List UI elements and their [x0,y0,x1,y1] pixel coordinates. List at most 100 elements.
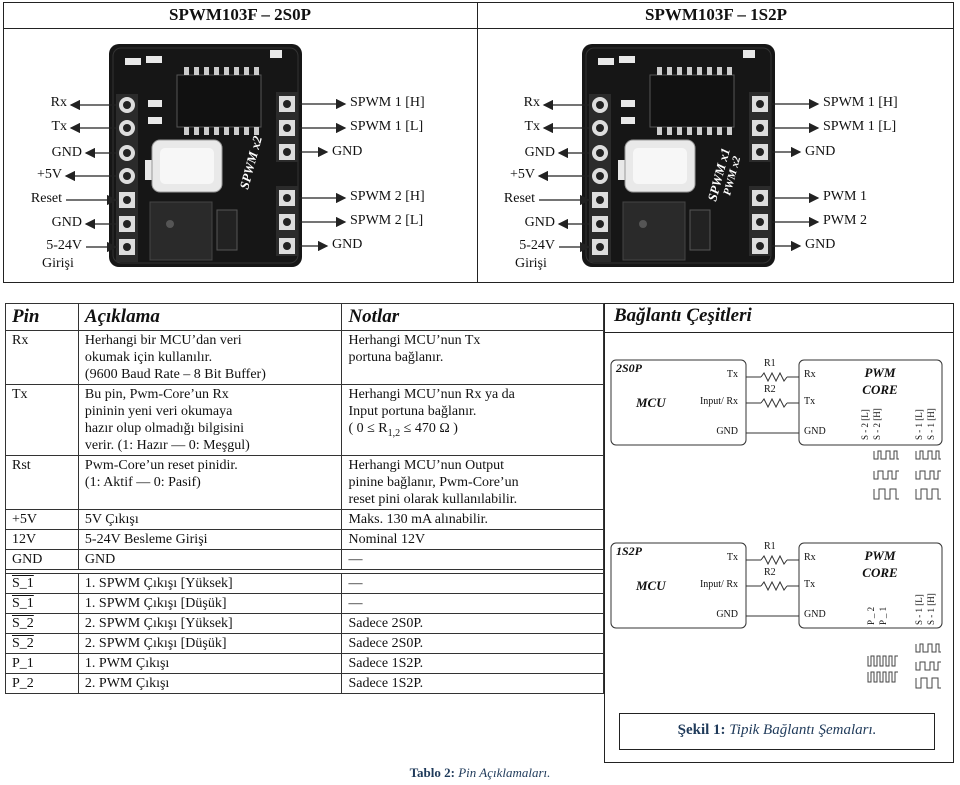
diagram2-core-pin-rx: Rx [804,552,816,563]
top-panels-divider [477,2,478,283]
diagram2-out-2: P _ 1 [878,606,888,625]
pin-label-pwm2: PWM 2 [823,213,867,228]
cell-note: Sadece 2S0P. [341,633,604,654]
diagram1-out-4: S - 1 [H] [926,408,936,440]
table-row: +5V 5V Çıkışı Maks. 130 mA alınabilir. [5,509,604,530]
cell-desc: 5V Çıkışı [77,509,343,530]
figure-caption-box [619,713,935,750]
diagram2-r1: R1 [764,541,776,552]
cell-desc: Pwm-Core’un reset pinidir.(1: Aktif — 0:… [77,455,343,510]
cell-pin: P_1 [5,653,79,674]
pin-label-rx: Rx [50,95,67,110]
pin-label-vin-sub: Girişi [42,256,74,271]
table-row: S_1 1. SPWM Çıkışı [Yüksek] — [5,573,604,594]
pin-label-gnd-r2: GND [332,237,363,252]
pin-label-tx-b: Tx [524,119,540,134]
table-header-notes: Notlar [341,303,604,331]
panel-title-2s0p: SPWM103F – 2S0P [169,5,311,24]
pin-label-spwm1l: SPWM 1 [L] [350,119,424,134]
table-header-row: Pin Açıklama Notlar [5,303,604,331]
table-header-desc: Açıklama [77,303,343,331]
pin-label-reset-b: Reset [503,191,535,206]
cell-note: Sadece 1S2P. [341,653,604,674]
diagram1-core-pin-rx: Rx [804,369,816,380]
diagram2-mcu: MCU [636,578,666,593]
cell-pin: Rst [5,455,79,510]
pin-label-gnd-r2-b: GND [805,237,836,252]
diagram2-out-4: S - 1 [H] [926,593,936,625]
cell-note: — [341,549,604,570]
pin-label-pwm1: PWM 1 [823,189,867,204]
diagram2-mcu-pin-gnd: GND [716,609,738,620]
diagram1-out-2: S - 2 [H] [872,408,882,440]
pin-label-tx: Tx [51,119,67,134]
cell-desc: 5-24V Besleme Girişi [77,529,343,550]
cell-desc: 2. PWM Çıkışı [77,673,343,694]
pin-label-gnd-2-b: GND [524,215,555,230]
cell-pin: 12V [5,529,79,550]
figure-caption: Şekil 1: Tipik Bağlantı Şemaları. [677,722,877,738]
cell-desc: 1. SPWM Çıkışı [Düşük] [77,593,343,614]
cell-pin: GND [5,549,79,570]
table-header-pin: Pin [5,303,79,331]
diagram2-r2: R2 [764,567,776,578]
cell-pin: S_2 [5,633,79,654]
cell-note: Sadece 1S2P. [341,673,604,694]
pin-label-vin: 5-24V [46,238,82,253]
connection-panel-title-row [604,303,954,333]
pin-label-5v-b: +5V [509,167,535,182]
pin-label-gnd: GND [51,145,82,160]
table-row: P_2 2. PWM Çıkışı Sadece 1S2P. [5,673,604,694]
pin-label-5v: +5V [36,167,62,182]
cell-pin: +5V [5,509,79,530]
diagram2-mode: 1S2P [616,544,643,558]
board-1s2p: SPWM x1 PWM x2 [537,44,820,267]
diagram1-out-3: S - 1 [L] [914,409,924,440]
table-row: P_1 1. PWM Çıkışı Sadece 1S2P. [5,653,604,674]
connection-diagram-1s2p [610,542,943,689]
diagram1-core-pin-tx: Tx [804,396,816,407]
table-caption: Tablo 2: Pin Açıklamaları. [409,765,551,780]
cell-desc: 2. SPWM Çıkışı [Düşük] [77,633,343,654]
top-panels-title-row [3,2,954,29]
pin-label-spwm1l-b: SPWM 1 [L] [823,119,897,134]
table-row: S_1 1. SPWM Çıkışı [Düşük] — [5,593,604,614]
cell-pin: S_2 [5,613,79,634]
pin-label-spwm1h: SPWM 1 [H] [350,95,425,110]
table-row: S_2 2. SPWM Çıkışı [Düşük] Sadece 2S0P. [5,633,604,654]
diagram2-out-3: S - 1 [L] [914,594,924,625]
diagram2-mcu-pin-rx: Input/ Rx [699,579,738,590]
pin-label-spwm1h-b: SPWM 1 [H] [823,95,898,110]
cell-note: Nominal 12V [341,529,604,550]
table-row: 12V 5-24V Besleme Girişi Nominal 12V [5,529,604,550]
cell-pin: P_2 [5,673,79,694]
pin-label-spwm2h: SPWM 2 [H] [350,189,425,204]
pin-table: Pin Açıklama Notlar Rx Herhangi bir MCU’… [5,303,604,694]
cell-pin: S_1 [5,573,79,594]
cell-note: Maks. 130 mA alınabilir. [341,509,604,530]
cell-desc: 1. PWM Çıkışı [77,653,343,674]
cell-pin: Rx [5,330,79,385]
diagram2-core-pin-gnd: GND [804,609,826,620]
cell-note: Sadece 2S0P. [341,613,604,634]
diagram1-mcu-pin-gnd: GND [716,426,738,437]
cell-pin: S_1 [5,593,79,614]
diagram1-out-1: S - 2 [L] [860,409,870,440]
diagram2-mcu-pin-tx: Tx [726,552,738,563]
cell-note: — [341,573,604,594]
diagram1-mode: 2S0P [616,361,643,375]
diagram1-mcu-pin-rx: Input/ Rx [699,396,738,407]
pin-label-gnd-r1: GND [332,144,363,159]
diagram1-r1: R1 [764,358,776,369]
pin-label-gnd-b: GND [524,145,555,160]
cell-desc: GND [77,549,343,570]
pin-label-vin-b: 5-24V [519,238,555,253]
